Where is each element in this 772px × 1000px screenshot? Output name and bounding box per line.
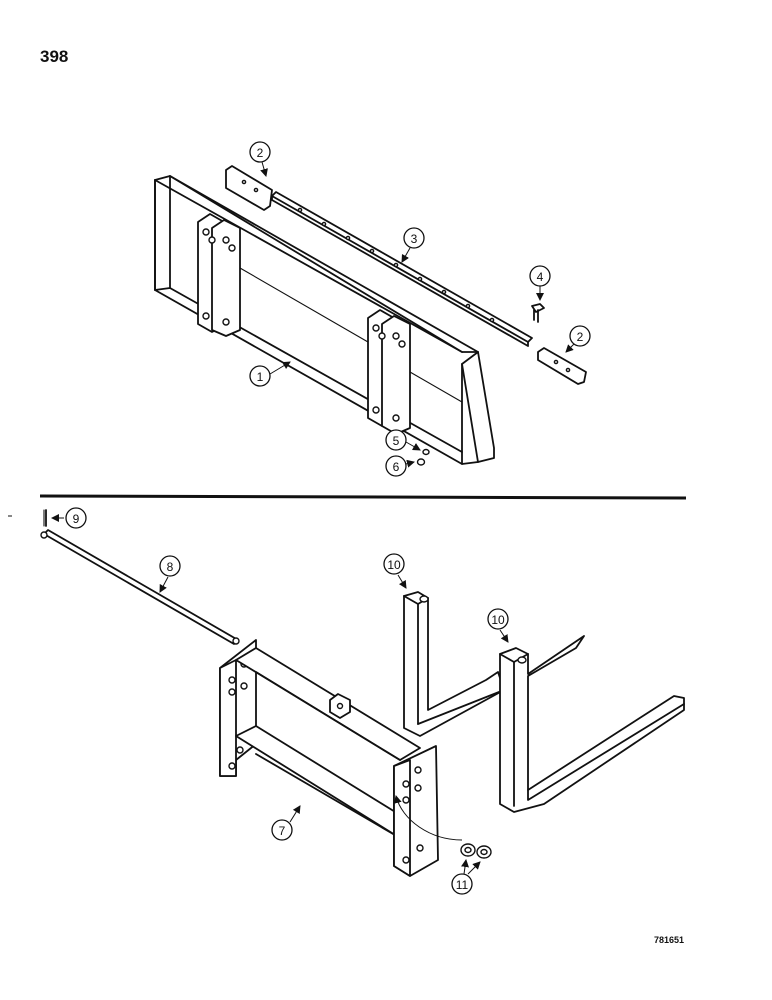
- callout-3-label: 3: [411, 232, 418, 246]
- callout-2-lower: 2: [565, 325, 591, 353]
- callout-9-label: 9: [73, 512, 80, 526]
- section-divider: [39, 494, 687, 500]
- callout-10-left-label: 10: [387, 558, 401, 572]
- callout-11: 11: [451, 859, 481, 895]
- callout-5: 5: [385, 429, 421, 451]
- page-number: 398: [40, 47, 69, 66]
- cutting-edge-strip: [271, 191, 533, 347]
- pivot-pin: [40, 529, 240, 645]
- callout-8: 8: [159, 555, 181, 593]
- fork-carriage-frame: [219, 639, 463, 877]
- end-gusset: [461, 351, 495, 463]
- callout-7-label: 7: [279, 824, 286, 838]
- bolt: [531, 303, 545, 323]
- end-bit-lower: [537, 347, 587, 385]
- drawing-code: 781651: [654, 935, 685, 945]
- callout-11-label: 11: [456, 878, 469, 892]
- callout-5-label: 5: [393, 434, 400, 448]
- fork-right: [499, 635, 685, 813]
- callout-4-label: 4: [537, 270, 544, 284]
- callout-9: 9: [51, 507, 87, 529]
- callout-2-upper: 2: [249, 141, 271, 177]
- cotter-pin: [43, 509, 47, 527]
- callout-7: 7: [271, 805, 301, 841]
- callout-10-right-label: 10: [491, 613, 505, 627]
- callout-6-label: 6: [393, 460, 400, 474]
- fork-left: [403, 591, 505, 737]
- callout-2-lower-label: 2: [577, 330, 584, 344]
- callout-3: 3: [401, 227, 425, 263]
- callout-4: 4: [529, 265, 551, 301]
- nut-and-washer: [416, 448, 430, 466]
- washers: [460, 843, 492, 859]
- end-bit-upper: [225, 165, 273, 211]
- callout-1: 1: [249, 361, 291, 387]
- callout-6: 6: [385, 455, 415, 477]
- callout-10-left: 10: [383, 553, 407, 589]
- callout-1-label: 1: [257, 370, 264, 384]
- callout-2-upper-label: 2: [257, 146, 264, 160]
- base-frame-assembly: [154, 175, 495, 465]
- callout-8-label: 8: [167, 560, 174, 574]
- callout-10-right: 10: [487, 608, 509, 643]
